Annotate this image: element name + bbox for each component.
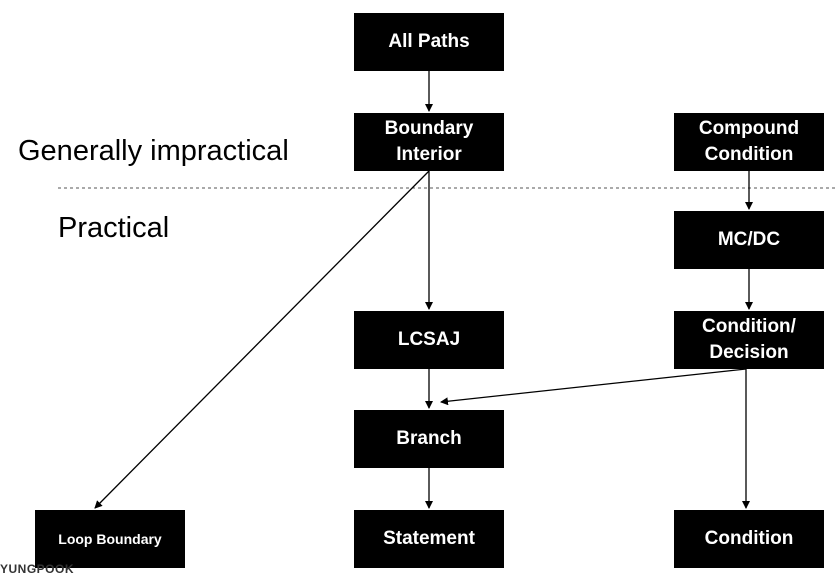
node-lcsaj[interactable]: LCSAJ xyxy=(354,311,504,369)
node-loop-boundary[interactable]: Loop Boundary xyxy=(35,510,185,568)
node-condition[interactable]: Condition xyxy=(674,510,824,568)
node-all-paths[interactable]: All Paths xyxy=(354,13,504,71)
node-condition-decision[interactable]: Condition/ Decision xyxy=(674,311,824,369)
label-generally-impractical: Generally impractical xyxy=(18,135,289,167)
edge-boundary-interior-to-loop-boundary xyxy=(94,170,430,509)
watermark-text: YUNGPOOK xyxy=(0,563,75,576)
node-compound-condition[interactable]: Compound Condition xyxy=(674,113,824,171)
node-mc-dc[interactable]: MC/DC xyxy=(674,211,824,269)
node-statement[interactable]: Statement xyxy=(354,510,504,568)
label-practical: Practical xyxy=(58,212,170,244)
edge-layer xyxy=(94,71,753,509)
node-branch[interactable]: Branch xyxy=(354,410,504,468)
edge-condition-decision-to-branch xyxy=(440,368,747,406)
node-boundary-interior[interactable]: Boundary Interior xyxy=(354,113,504,171)
